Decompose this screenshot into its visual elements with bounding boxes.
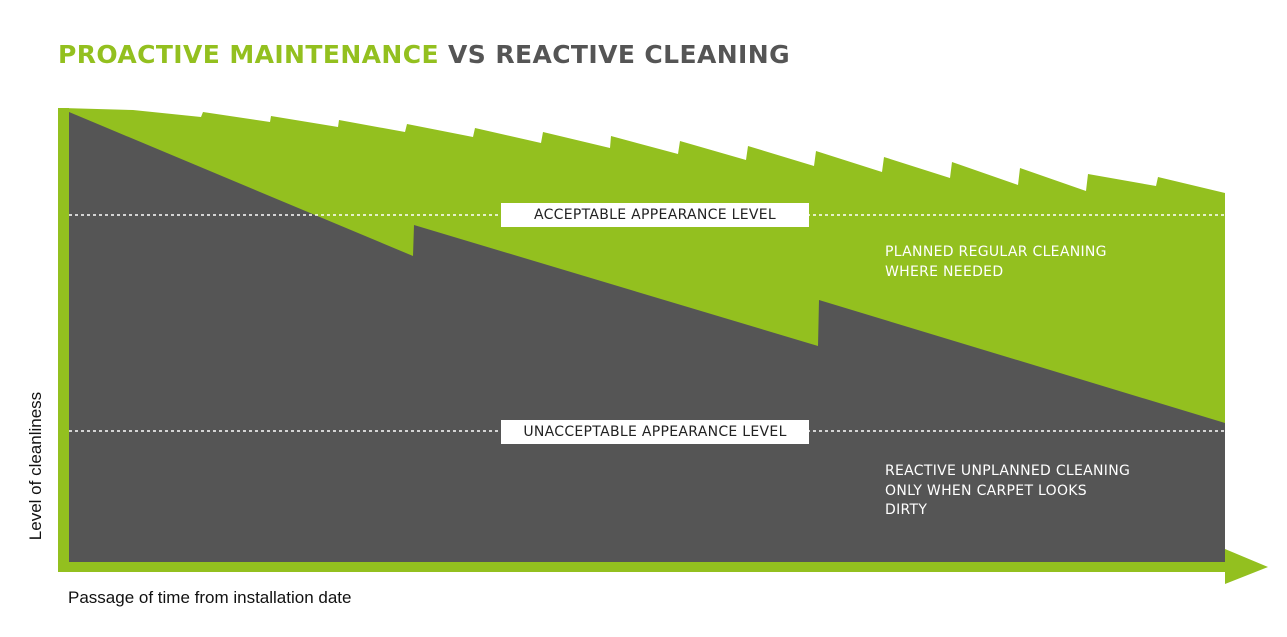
- reactive-note-line: REACTIVE UNPLANNED CLEANING: [885, 463, 1131, 479]
- planned-cleaning-note: PLANNED REGULAR CLEANING WHERE NEEDED: [885, 243, 1107, 282]
- x-axis-label: Passage of time from installation date: [68, 588, 352, 607]
- x-axis-bar: [58, 562, 1230, 572]
- unacceptable-level-text: UNACCEPTABLE APPEARANCE LEVEL: [523, 424, 787, 440]
- y-axis-label: Level of cleanliness: [26, 391, 45, 541]
- title-vs: VS: [448, 40, 487, 69]
- reactive-note-line: ONLY WHEN CARPET LOOKS: [885, 482, 1087, 499]
- reactive-cleaning-note: REACTIVE UNPLANNED CLEANING ONLY WHEN CA…: [885, 462, 1130, 521]
- reactive-area: [69, 112, 1225, 562]
- acceptable-level-text: ACCEPTABLE APPEARANCE LEVEL: [533, 207, 777, 223]
- acceptable-level-label: ACCEPTABLE APPEARANCE LEVEL: [501, 203, 809, 227]
- title-proactive: PROACTIVE MAINTENANCE: [58, 40, 439, 69]
- planned-note-line: PLANNED REGULAR CLEANING: [885, 244, 1107, 260]
- diagram-title: PROACTIVE MAINTENANCE VS REACTIVE CLEANI…: [58, 40, 790, 69]
- title-reactive: REACTIVE CLEANING: [495, 40, 790, 69]
- unacceptable-level-label: UNACCEPTABLE APPEARANCE LEVEL: [501, 420, 809, 444]
- x-axis-arrow: [1225, 549, 1268, 584]
- y-axis-bar: [58, 108, 69, 572]
- reactive-note-line: DIRTY: [885, 502, 928, 518]
- planned-note-line: WHERE NEEDED: [885, 263, 1004, 280]
